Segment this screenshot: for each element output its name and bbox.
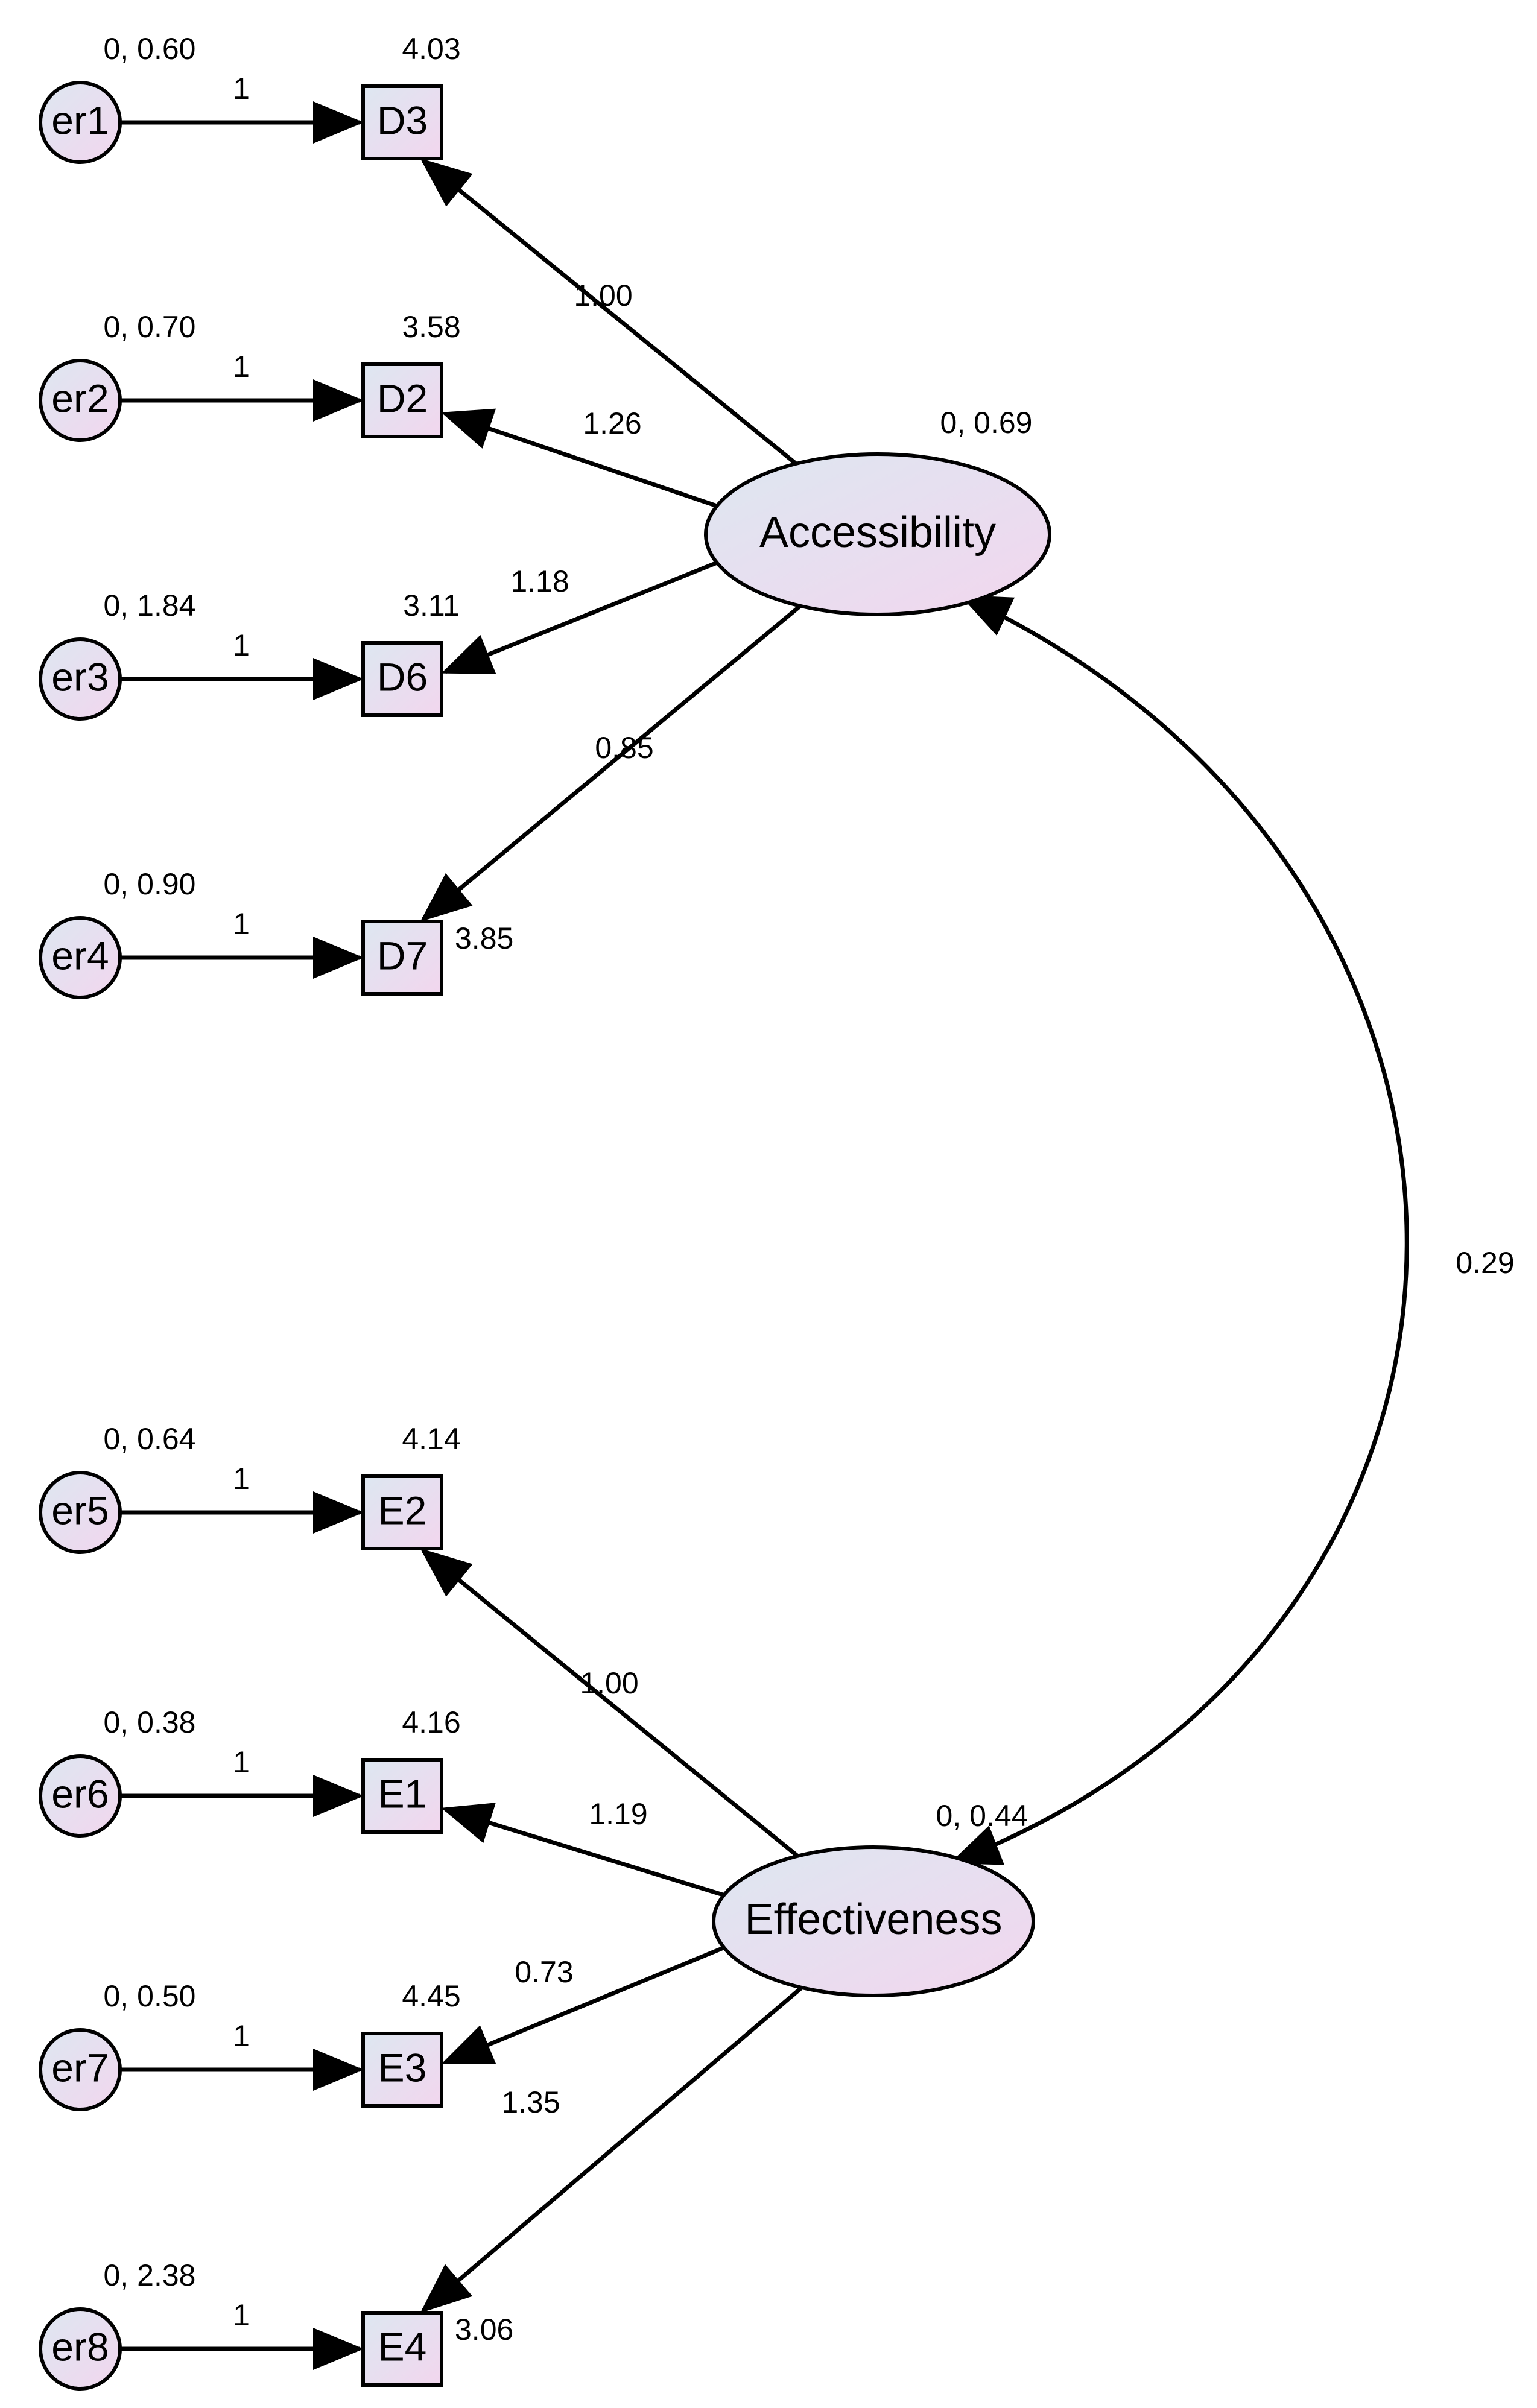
error-variance-label-er5: 0, 0.64 xyxy=(104,1422,196,1456)
error-node-label-er6: er6 xyxy=(51,1771,109,1816)
edges-layer xyxy=(120,101,1409,2370)
error-variance-label-er4: 0, 0.90 xyxy=(104,867,196,901)
indicator-label-D3: D3 xyxy=(377,98,428,142)
error-variance-label-er3: 0, 1.84 xyxy=(104,589,196,622)
indicator-intercept-E1: 4.16 xyxy=(402,1705,460,1739)
error-path-label-er5: 1 xyxy=(233,1462,250,1496)
loading-path-D2 xyxy=(441,408,719,508)
nodes-layer xyxy=(39,81,1051,2391)
latent-node-acc xyxy=(704,452,1051,616)
loading-label-E2: 1.00 xyxy=(580,1666,638,1700)
indicator-box-D7 xyxy=(361,920,443,996)
indicator-intercept-E3: 4.45 xyxy=(402,1979,460,2013)
error-path-label-er3: 1 xyxy=(233,628,250,662)
indicator-label-E4: E4 xyxy=(378,2324,427,2369)
error-path-label-er1: 1 xyxy=(233,72,250,106)
loading-path-D3 xyxy=(420,158,803,470)
error-path-label-er4: 1 xyxy=(233,907,250,941)
error-path-label-er8: 1 xyxy=(233,2298,250,2332)
error-variance-label-er1: 0, 0.60 xyxy=(104,32,196,66)
latent-label-acc: Accessibility xyxy=(759,508,996,557)
error-node-label-er3: er3 xyxy=(51,654,109,699)
loading-path-E3 xyxy=(441,1945,726,2065)
latent-label-eff: Effectiveness xyxy=(745,1895,1003,1944)
latent-variance-label-acc: 0, 0.69 xyxy=(940,406,1033,440)
indicator-box-D3 xyxy=(361,84,443,160)
indicator-intercept-E2: 4.14 xyxy=(402,1422,460,1456)
error-node-label-er5: er5 xyxy=(51,1488,109,1532)
error-path-label-er2: 1 xyxy=(233,350,250,384)
covariance-path xyxy=(949,595,1409,1865)
error-node-er2 xyxy=(39,359,122,442)
error-node-er8 xyxy=(39,2307,122,2391)
indicator-label-E3: E3 xyxy=(378,2045,427,2090)
indicator-intercept-D2: 3.58 xyxy=(402,310,460,344)
error-variance-label-er6: 0, 0.38 xyxy=(104,1705,196,1739)
loading-path-E2 xyxy=(420,1548,805,1862)
error-node-label-er8: er8 xyxy=(51,2324,109,2369)
labels-layer: 1 1 1 1 1 1 1 1 1.00 1.26 1.18 0.85 1.00 1.19 0.73 1.35… xyxy=(51,32,1514,2369)
error-node-label-er1: er1 xyxy=(51,98,109,142)
indicator-intercept-D3: 4.03 xyxy=(402,32,460,66)
loading-label-D6: 1.18 xyxy=(510,564,569,598)
error-path-label-er7: 1 xyxy=(233,2019,250,2053)
loading-label-D3: 1.00 xyxy=(574,279,632,312)
error-node-er6 xyxy=(39,1754,122,1838)
indicator-label-D7: D7 xyxy=(377,933,428,978)
indicator-label-D2: D2 xyxy=(377,376,428,420)
indicator-box-E1 xyxy=(361,1758,443,1834)
loading-label-E4: 1.35 xyxy=(501,2085,560,2119)
indicator-intercept-D7: 3.85 xyxy=(455,921,513,955)
indicator-label-E1: E1 xyxy=(378,1771,427,1816)
loading-path-E1 xyxy=(441,1803,726,1898)
error-variance-label-er2: 0, 0.70 xyxy=(104,310,196,344)
error-node-er1 xyxy=(39,81,122,164)
loading-label-E3: 0.73 xyxy=(515,1955,573,1989)
indicator-label-D6: D6 xyxy=(377,654,428,699)
error-variance-label-er8: 0, 2.38 xyxy=(104,2258,196,2292)
error-node-er4 xyxy=(39,916,122,999)
indicator-box-D2 xyxy=(361,362,443,438)
indicator-box-D6 xyxy=(361,641,443,717)
indicator-box-E4 xyxy=(361,2311,443,2387)
latent-variance-label-eff: 0, 0.44 xyxy=(936,1799,1028,1833)
loading-label-E1: 1.19 xyxy=(589,1797,647,1831)
latent-node-eff xyxy=(712,1845,1035,1997)
loading-label-D7: 0.85 xyxy=(595,731,653,765)
indicator-box-E3 xyxy=(361,2032,443,2108)
indicator-box-E2 xyxy=(361,1474,443,1550)
error-variance-label-er7: 0, 0.50 xyxy=(104,1979,196,2013)
error-path-label-er6: 1 xyxy=(233,1745,250,1779)
error-node-label-er4: er4 xyxy=(51,933,109,978)
loading-label-D2: 1.26 xyxy=(583,406,641,440)
error-node-er7 xyxy=(39,2028,122,2111)
error-node-label-er2: er2 xyxy=(51,376,109,420)
error-node-label-er7: er7 xyxy=(51,2045,109,2090)
indicator-intercept-D6: 3.11 xyxy=(403,589,460,622)
loading-path-D7 xyxy=(420,600,807,922)
loading-path-D6 xyxy=(441,560,719,674)
indicator-label-E2: E2 xyxy=(378,1488,427,1532)
error-node-er3 xyxy=(39,637,122,721)
indicator-intercept-E4: 3.06 xyxy=(455,2313,513,2346)
covariance-label: 0.29 xyxy=(1456,1246,1514,1280)
loading-path-E4 xyxy=(420,1982,808,2313)
error-node-er5 xyxy=(39,1471,122,1554)
